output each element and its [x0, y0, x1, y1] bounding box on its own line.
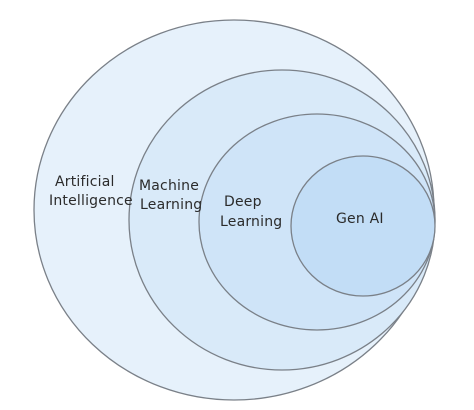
label-machine-learning: Machine Learning [139, 178, 204, 213]
label-gen-ai: Gen AI [336, 211, 384, 227]
label-ai-line-1: Artificial [55, 174, 115, 190]
label-dl-line-1: Deep [224, 194, 262, 210]
label-ml-line-1: Machine [139, 178, 199, 194]
ellipse-gen-ai [290, 155, 436, 297]
label-deep-learning: Deep Learning [220, 194, 282, 230]
label-dl-line-2: Learning [220, 214, 282, 230]
label-artificial-intelligence: Artificial Intelligence [49, 174, 133, 209]
label-genai-line-1: Gen AI [336, 211, 384, 227]
label-ai-line-2: Intelligence [49, 193, 133, 209]
label-ml-line-2: Learning [140, 197, 202, 213]
